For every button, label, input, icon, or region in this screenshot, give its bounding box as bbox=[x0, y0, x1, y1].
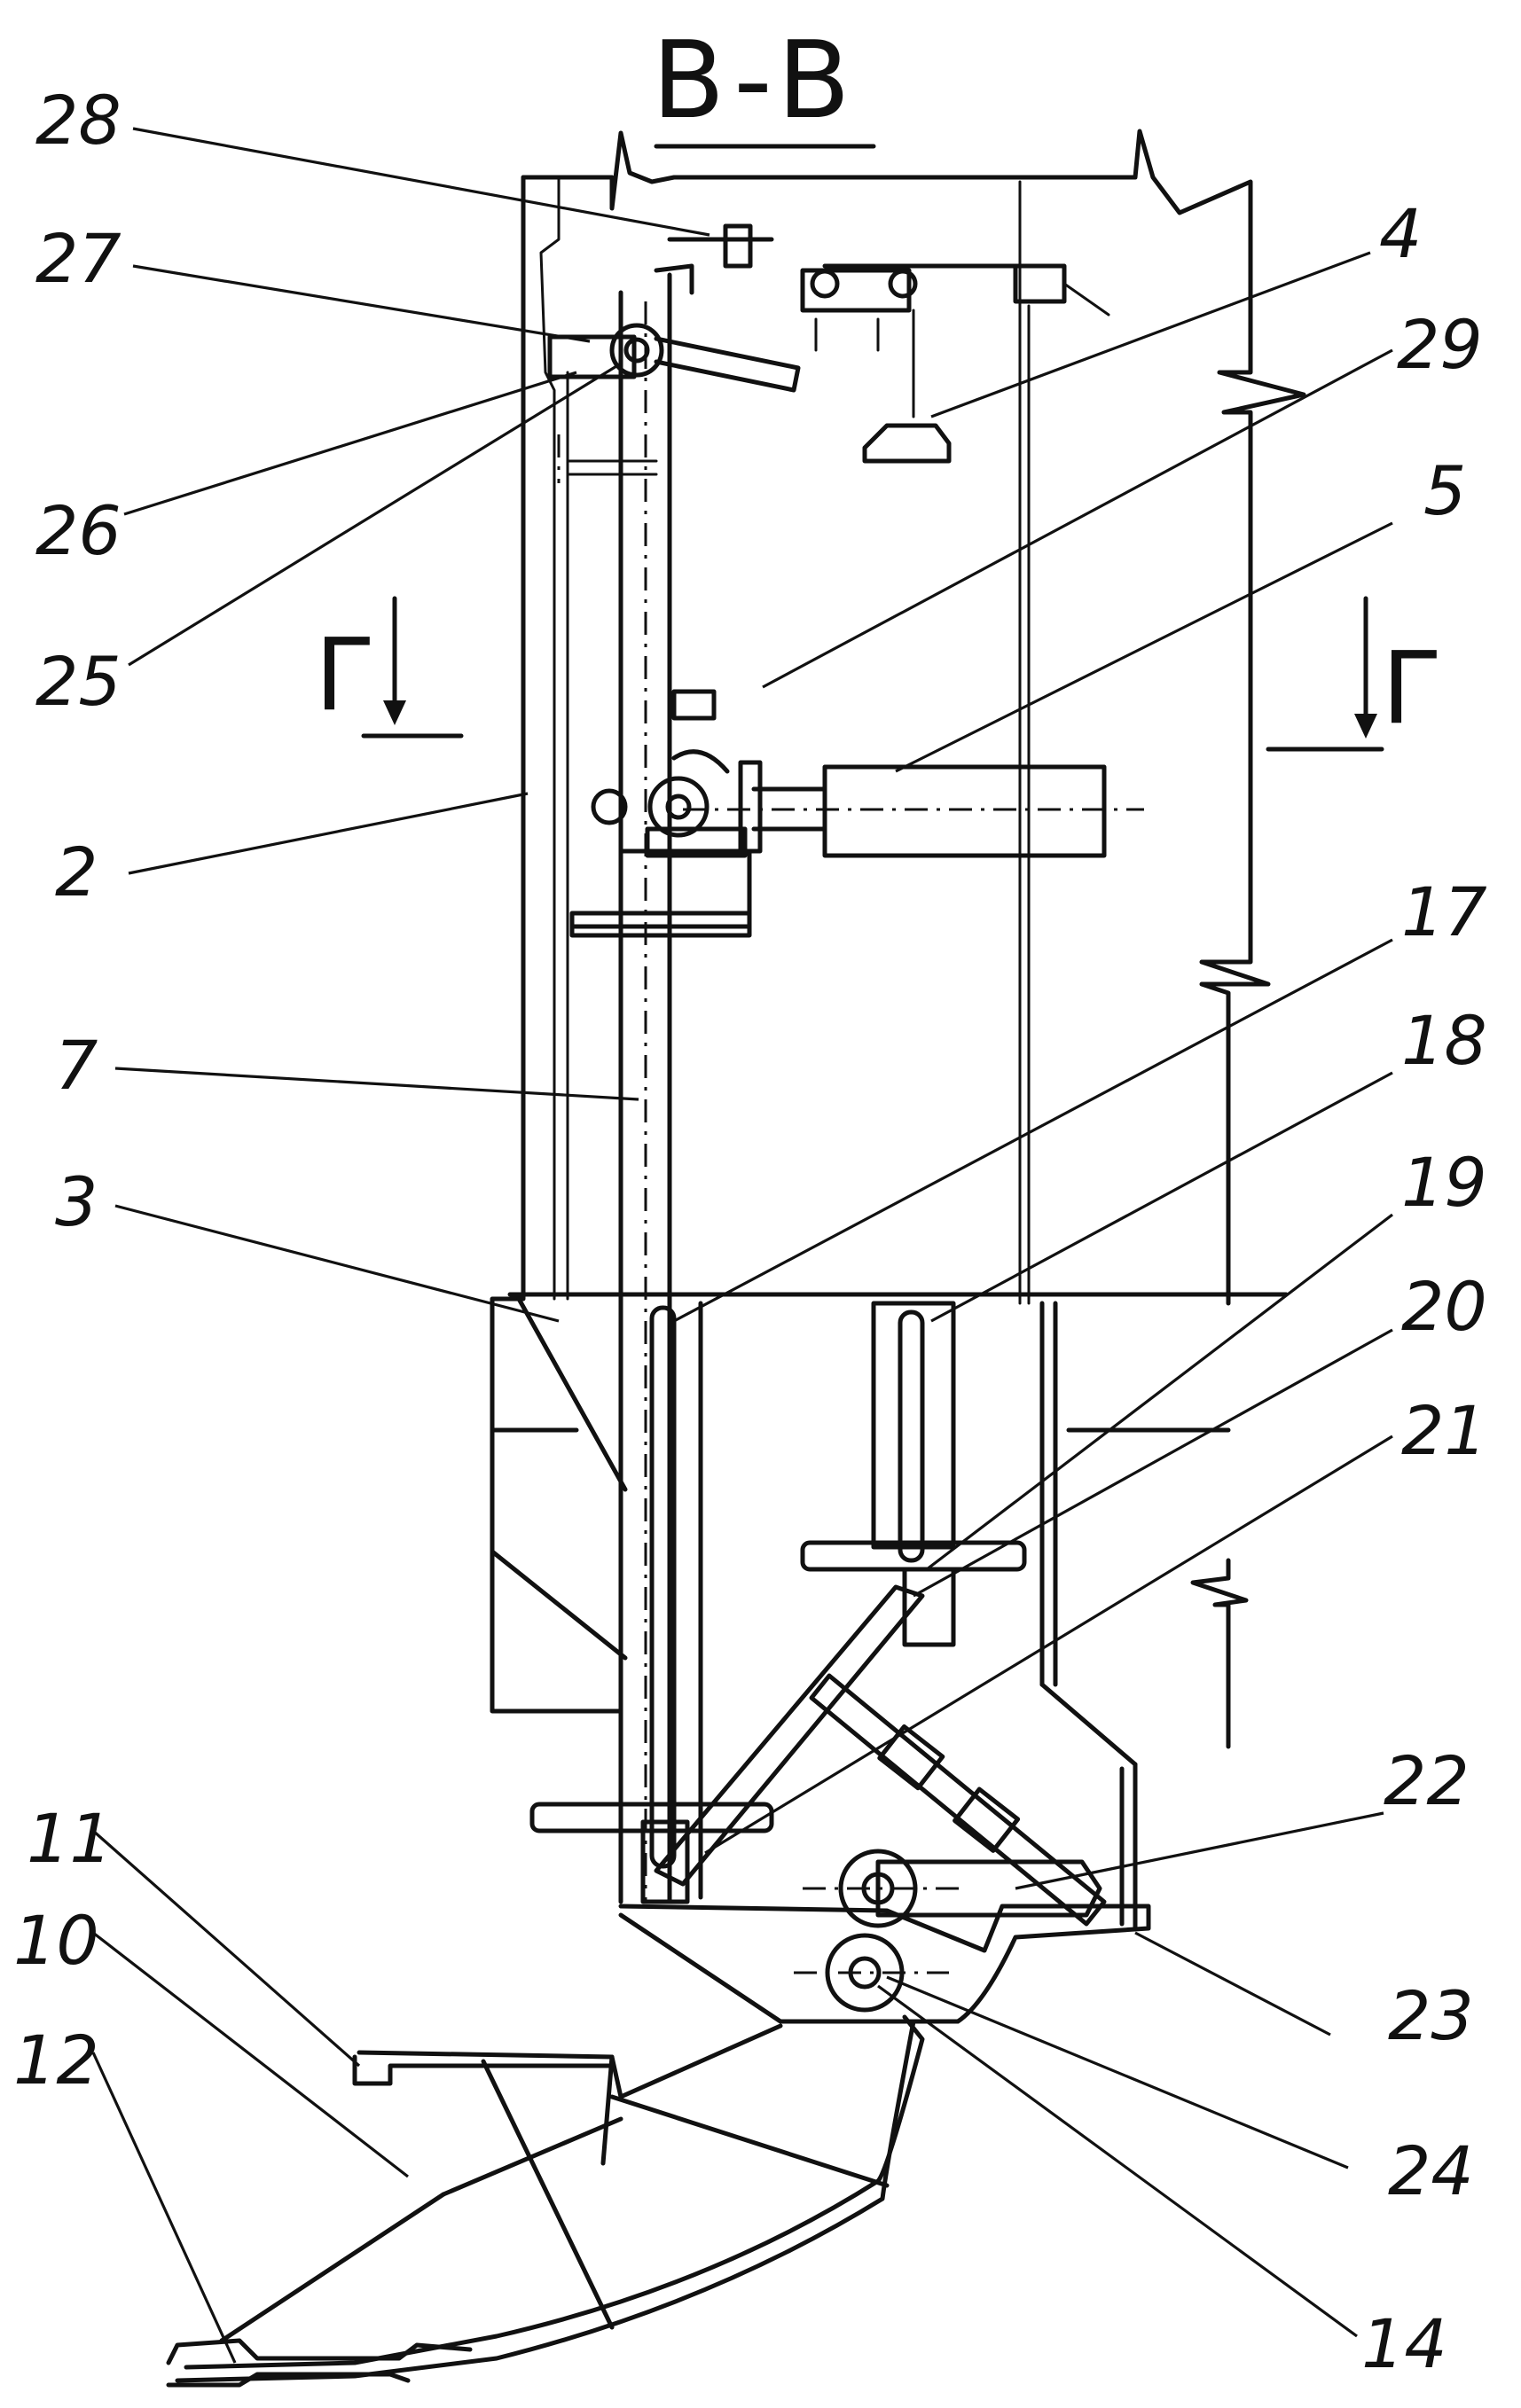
callout-26: 26 bbox=[35, 491, 122, 570]
callout-25: 25 bbox=[35, 642, 122, 721]
callout-14: 14 bbox=[1361, 2304, 1447, 2383]
callout-22: 22 bbox=[1384, 1741, 1470, 1820]
callout-24: 24 bbox=[1388, 2131, 1474, 2210]
callout-10: 10 bbox=[13, 1901, 99, 1980]
cut-mark-left: Г bbox=[315, 598, 461, 736]
callout-12: 12 bbox=[13, 2021, 99, 2099]
cut-mark-right: Г bbox=[1268, 598, 1442, 749]
callout-27: 27 bbox=[35, 219, 122, 298]
leader-lines bbox=[93, 129, 1392, 2363]
svg-text:Г: Г bbox=[1382, 631, 1442, 747]
section-title: B-B bbox=[652, 20, 859, 143]
callout-21: 21 bbox=[1401, 1391, 1487, 1470]
svg-text:Г: Г bbox=[315, 618, 375, 733]
callout-4: 4 bbox=[1379, 194, 1422, 273]
callout-5: 5 bbox=[1423, 451, 1466, 530]
flap-linkage bbox=[532, 1543, 1104, 1924]
hopper-3 bbox=[492, 1294, 1286, 1928]
callout-19: 19 bbox=[1401, 1143, 1487, 1222]
callout-29: 29 bbox=[1397, 305, 1483, 384]
callout-17: 17 bbox=[1401, 872, 1487, 951]
callout-20: 20 bbox=[1401, 1267, 1487, 1346]
callout-28: 28 bbox=[35, 81, 122, 160]
callout-2: 2 bbox=[55, 833, 98, 911]
callout-7: 7 bbox=[55, 1026, 98, 1105]
callout-18: 18 bbox=[1401, 1001, 1487, 1080]
upper-lever-mechanism bbox=[550, 226, 798, 483]
coulter-shoe bbox=[169, 2017, 922, 2385]
actuator-cylinder-5 bbox=[572, 692, 1144, 935]
pulley-counterweight-4 bbox=[803, 266, 1109, 1303]
callout-11: 11 bbox=[27, 1799, 113, 1878]
callout-3: 3 bbox=[55, 1162, 98, 1241]
callout-23: 23 bbox=[1388, 1976, 1474, 2055]
